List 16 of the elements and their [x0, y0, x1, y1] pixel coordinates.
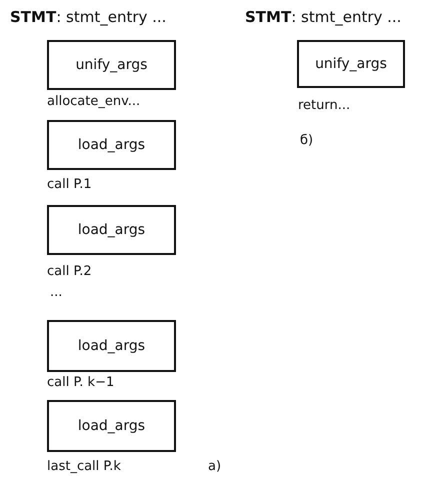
code-box: load_args — [47, 400, 176, 452]
code-box: load_args — [47, 120, 176, 170]
code-box: unify_args — [297, 40, 405, 88]
panel-label: б) — [300, 133, 314, 148]
code-text: return... — [298, 98, 350, 113]
code-box: load_args — [47, 205, 176, 255]
code-box: load_args — [47, 320, 176, 372]
code-box: unify_args — [47, 40, 176, 90]
code-text: call P.2 — [47, 264, 92, 279]
code-heading: STMT: stmt_entry ... — [245, 8, 402, 26]
code-text: call P.1 — [47, 177, 92, 192]
code-text: call P. k−1 — [47, 375, 114, 390]
ellipsis-text: ... — [50, 285, 62, 300]
code-heading: STMT: stmt_entry ... — [10, 8, 166, 26]
code-text: allocate_env... — [47, 94, 140, 109]
panel-label: a) — [208, 459, 222, 474]
